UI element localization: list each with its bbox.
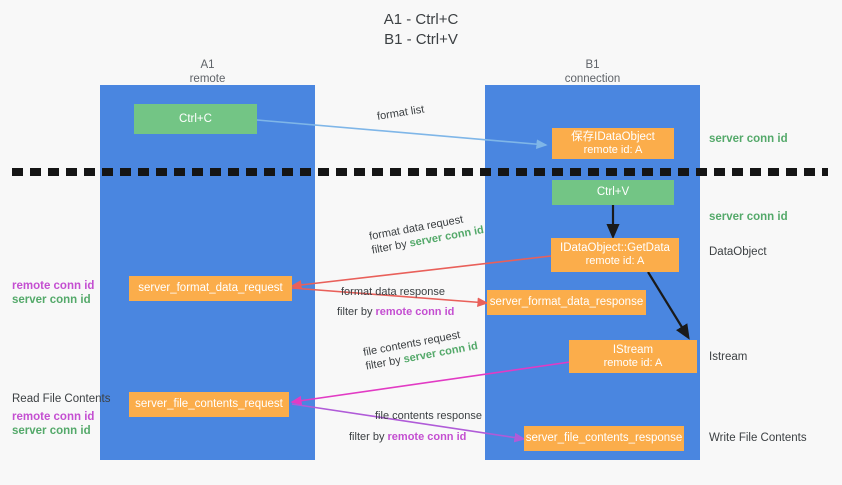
annotation-right-server-conn-id-top-text: server conn id: [709, 133, 788, 145]
annotation-right-write-file-contents: Write File Contents: [709, 431, 807, 445]
node-istream[interactable]: IStream remote id: A: [569, 340, 697, 373]
node-ctrl-v[interactable]: Ctrl+V: [552, 180, 674, 205]
annotation-right-istream-text: Istream: [709, 351, 748, 363]
annotation-left-remote-conn-id-1: remote conn id: [12, 280, 95, 292]
column-header-b1: B1 connection: [485, 58, 700, 86]
node-ctrl-v-label: Ctrl+V: [596, 186, 630, 198]
edge-label-file-contents-response-l2: filter by remote conn id: [349, 430, 482, 444]
annotation-left-conn-ids-top: remote conn id server conn id: [12, 279, 94, 307]
node-server-format-data-request-label: server_format_data_request: [138, 282, 283, 294]
node-save-idataobject-line1: 保存IDataObject: [571, 130, 655, 143]
annotation-right-server-conn-id-top: server conn id: [709, 132, 788, 146]
node-server-file-contents-response[interactable]: server_file_contents_response: [524, 426, 684, 451]
filter-by-prefix: filter by: [349, 431, 388, 443]
annotation-left-server-conn-id-2: server conn id: [12, 425, 91, 437]
arrow-file-contents-response: [291, 403, 526, 443]
node-server-file-contents-request-label: server_file_contents_request: [135, 398, 283, 410]
node-save-idataobject[interactable]: 保存IDataObject remote id: A: [552, 128, 674, 159]
column-header-a1: A1 remote: [100, 58, 315, 86]
column-header-b1-name: B1: [585, 59, 600, 71]
node-idataobject-getdata[interactable]: IDataObject::GetData remote id: A: [551, 238, 679, 272]
annotation-left-read-file-contents: Read File Contents: [12, 393, 111, 405]
edge-label-format-data-response-l1: format data response: [341, 286, 445, 298]
annotation-right-server-conn-id-mid-text: server conn id: [709, 211, 788, 223]
annotation-right-write-file-contents-text: Write File Contents: [709, 432, 807, 444]
node-server-format-data-request[interactable]: server_format_data_request: [129, 276, 292, 301]
node-save-idataobject-line2: remote id: A: [583, 143, 643, 156]
node-server-format-data-response-label: server_format_data_response: [489, 296, 644, 308]
node-istream-line1: IStream: [612, 343, 654, 356]
column-header-b1-sub: connection: [564, 73, 621, 85]
node-istream-line2: remote id: A: [603, 356, 663, 369]
arrow-getdata-to-istream: [647, 271, 690, 340]
annotation-right-istream: Istream: [709, 350, 747, 364]
column-header-a1-name: A1: [200, 59, 215, 71]
node-server-file-contents-request[interactable]: server_file_contents_request: [129, 392, 289, 417]
node-idataobject-getdata-line1: IDataObject::GetData: [560, 242, 670, 254]
annotation-right-dataobject: DataObject: [709, 245, 767, 259]
node-ctrl-c[interactable]: Ctrl+C: [134, 104, 257, 134]
arrow-format-data-request: [290, 255, 552, 290]
edge-label-file-contents-response-l1: file contents response: [375, 410, 483, 422]
annotation-left-read-file-contents-group: Read File Contents remote conn id server…: [12, 392, 110, 438]
filter-by-token-remote-conn-id: remote conn id: [387, 431, 467, 443]
filter-by-prefix: filter by: [337, 306, 376, 318]
annotation-left-server-conn-id-1: server conn id: [12, 294, 91, 306]
edge-label-format-data-response-l2: filter by remote conn id: [337, 305, 454, 319]
node-server-format-data-response[interactable]: server_format_data_response: [487, 290, 646, 315]
arrow-format-data-response: [291, 287, 489, 308]
annotation-right-dataobject-text: DataObject: [709, 246, 767, 258]
edge-label-file-contents-response: file contents response filter by remote …: [349, 409, 483, 444]
node-idataobject-getdata-line2: remote id: A: [585, 255, 645, 267]
node-ctrl-c-label: Ctrl+C: [179, 112, 212, 125]
arrow-file-contents-request: [290, 361, 571, 406]
filter-by-token-remote-conn-id: remote conn id: [375, 306, 455, 318]
node-server-file-contents-response-label: server_file_contents_response: [525, 432, 683, 444]
annotation-left-remote-conn-id-2: remote conn id: [12, 411, 95, 423]
diagram-title: A1 - Ctrl+C B1 - Ctrl+V: [0, 10, 842, 50]
column-header-a1-sub: remote: [189, 73, 226, 85]
arrow-format-list: [256, 119, 548, 149]
edge-label-format-data-response: format data response filter by remote co…: [337, 285, 454, 319]
title-line-2: B1 - Ctrl+V: [384, 31, 458, 48]
title-line-1: A1 - Ctrl+C: [383, 11, 459, 28]
annotation-right-server-conn-id-mid: server conn id: [709, 210, 788, 224]
